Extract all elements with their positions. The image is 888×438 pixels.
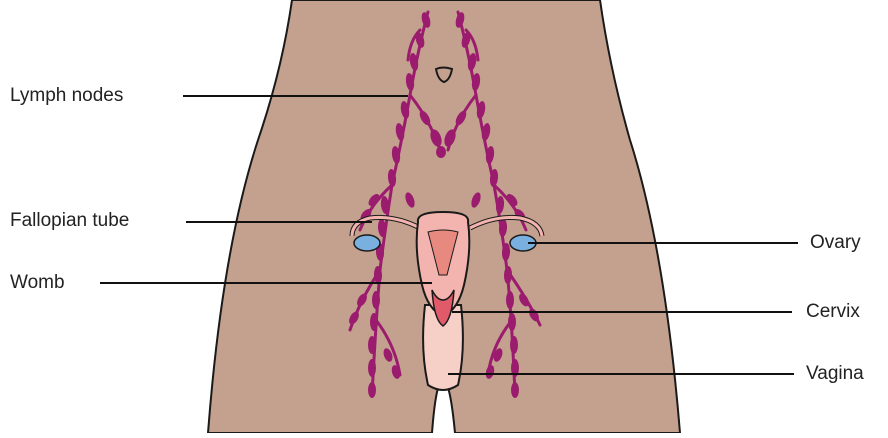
lymph-node [510,336,518,354]
label-vagina: Vagina [806,364,864,383]
ovary-left [354,235,380,251]
lymph-node [506,291,514,309]
lymph-node [511,382,519,398]
label-fallopian-tube: Fallopian tube [10,211,129,230]
label-lymph-nodes: Lymph nodes [10,86,123,105]
label-womb: Womb [10,273,65,292]
lymph-node [368,336,376,354]
label-cervix: Cervix [806,302,860,321]
lymph-node [370,313,378,331]
lymph-node [508,313,516,331]
lymph-node [372,291,380,309]
label-ovary: Ovary [810,233,861,252]
lymph-node [368,359,376,377]
lymph-node [368,382,376,398]
lymph-node [436,146,446,158]
